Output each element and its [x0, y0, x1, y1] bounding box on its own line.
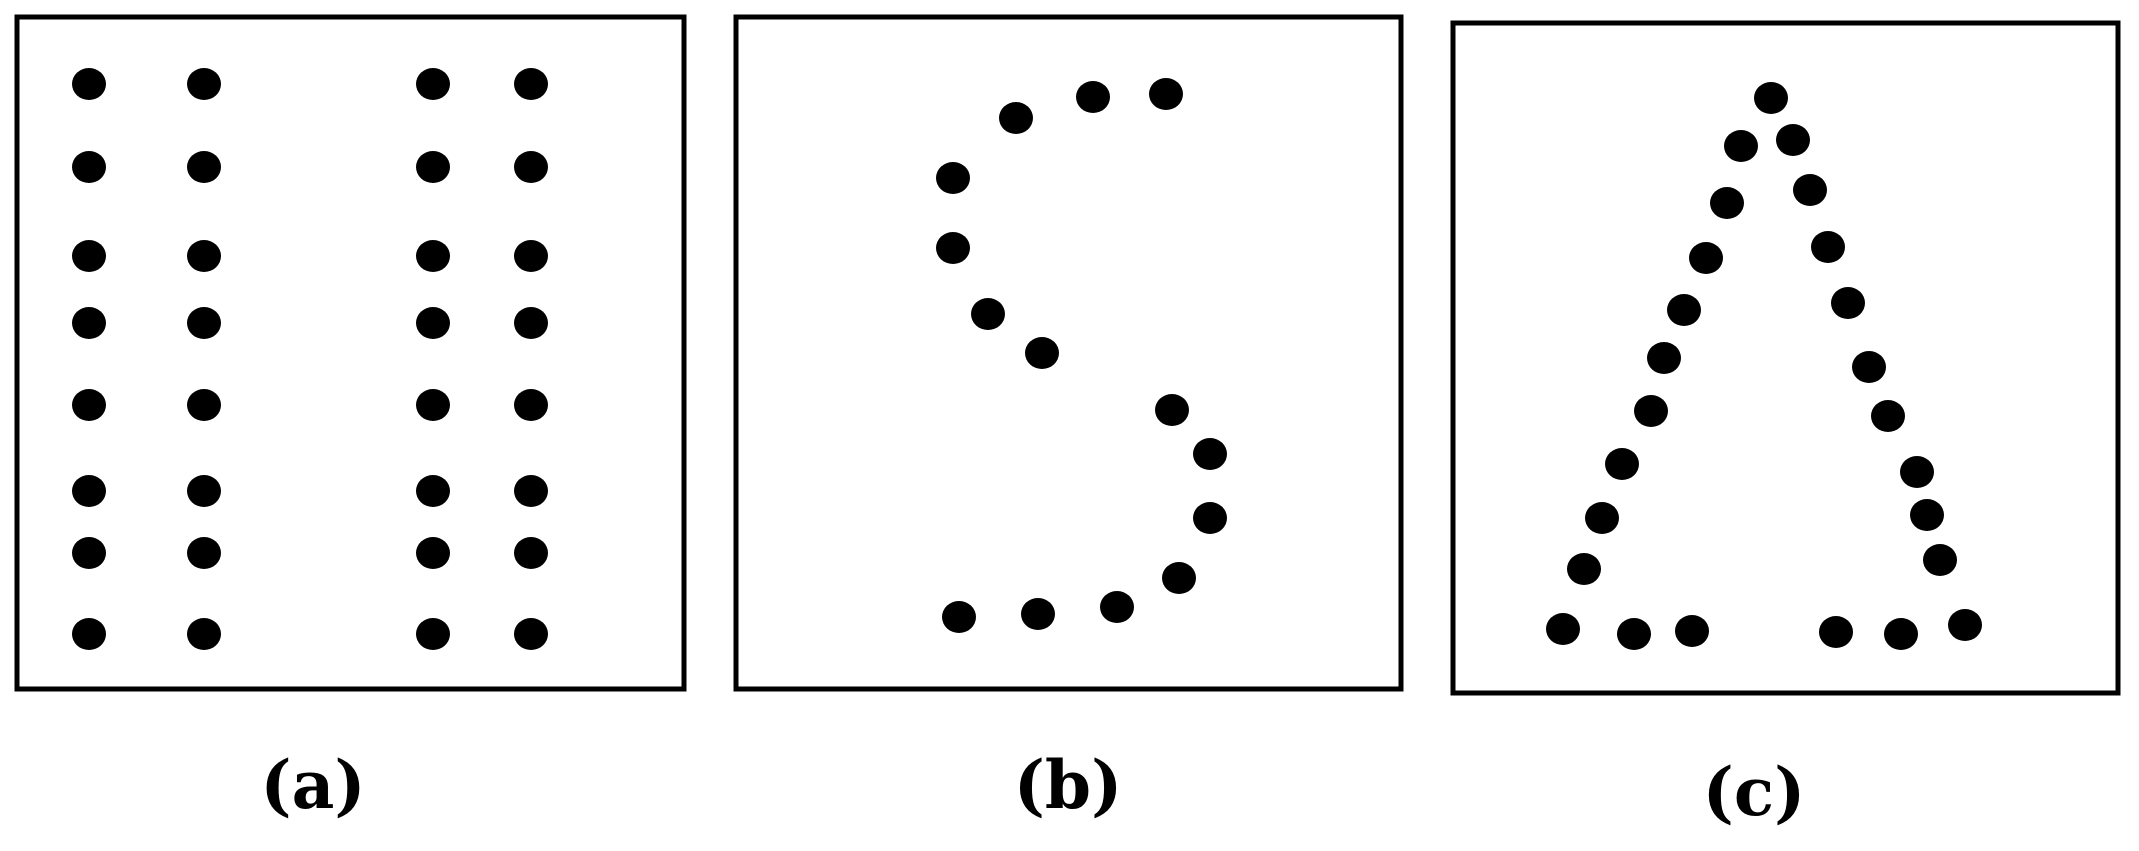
panel-b-frame [733, 14, 1404, 692]
panel-c-dot [1647, 342, 1681, 374]
panel-a-dot [416, 389, 450, 421]
panel-b-dot [942, 601, 976, 633]
panel-c-dot [1900, 456, 1934, 488]
panel-c-dot [1675, 615, 1709, 647]
panel-c-dot [1923, 544, 1957, 576]
panel-c-dot [1605, 448, 1639, 480]
panel-a-dot [514, 537, 548, 569]
panel-b-dot [1155, 394, 1189, 426]
panel-c-dot [1617, 618, 1651, 650]
panel-b-dot [1193, 438, 1227, 470]
panel-a-dot [514, 618, 548, 650]
panel-a-dot [72, 68, 106, 100]
panel-c-dot [1884, 618, 1918, 650]
panel-a-dot [416, 68, 450, 100]
panel-a-dot [416, 475, 450, 507]
panel-a-dot [416, 151, 450, 183]
panel-a-dot [514, 389, 548, 421]
panel-a-dot [187, 307, 221, 339]
panel-c-dot [1811, 231, 1845, 263]
panel-a-dot [514, 240, 548, 272]
panel-a-dot [187, 475, 221, 507]
panel-c-dot [1585, 502, 1619, 534]
panel-c-dot [1852, 351, 1886, 383]
panel-a-dot [416, 240, 450, 272]
panel-c: (c) [1450, 20, 2121, 831]
panel-b-dot [1076, 81, 1110, 113]
panel-c-dot [1793, 174, 1827, 206]
panel-a-dot [187, 389, 221, 421]
panel-a-dot [72, 537, 106, 569]
panel-a-dot [72, 307, 106, 339]
panel-b-dot [999, 102, 1033, 134]
panel-c-dot [1634, 395, 1668, 427]
panel-a-caption: (a) [260, 746, 365, 824]
panel-c-dot [1871, 400, 1905, 432]
panel-c-caption: (c) [1703, 753, 1806, 831]
panel-c-dot [1689, 242, 1723, 274]
panel-c-dot [1819, 616, 1853, 648]
panel-a-dot [187, 151, 221, 183]
panel-a-frame [14, 14, 687, 692]
panel-c-dot [1667, 294, 1701, 326]
panel-a-dot [514, 151, 548, 183]
panel-c-dots [1546, 82, 1982, 650]
panel-a: (a) [14, 14, 687, 824]
panel-c-dot [1910, 499, 1944, 531]
panel-b-dot [936, 162, 970, 194]
panel-a-dot [416, 618, 450, 650]
panel-a-dot [72, 618, 106, 650]
panel-b-dot [1149, 78, 1183, 110]
panel-b-caption: (b) [1014, 746, 1123, 824]
panel-b-dot [1100, 591, 1134, 623]
panel-b-dot [1025, 337, 1059, 369]
panel-b-dots [936, 78, 1227, 633]
panel-a-dot [514, 307, 548, 339]
panel-b-dot [1193, 502, 1227, 534]
panel-c-dot [1754, 82, 1788, 114]
panel-a-dot [72, 151, 106, 183]
panel-c-dot [1567, 553, 1601, 585]
panel-a-dot [72, 475, 106, 507]
panel-a-dot [187, 68, 221, 100]
panel-a-dot [187, 537, 221, 569]
panel-b-dot [1021, 598, 1055, 630]
panel-a-dot [187, 240, 221, 272]
panel-c-frame [1450, 20, 2121, 696]
panel-c-dot [1948, 609, 1982, 641]
panel-a-dot [187, 618, 221, 650]
panel-c-dot [1724, 130, 1758, 162]
panel-a-dot [416, 307, 450, 339]
panel-a-dot [72, 389, 106, 421]
panel-a-dot [416, 537, 450, 569]
panel-b: (b) [733, 14, 1404, 824]
panel-b-dot [971, 298, 1005, 330]
panel-c-dot [1710, 187, 1744, 219]
panel-c-dot [1776, 124, 1810, 156]
panel-a-dot [72, 240, 106, 272]
panel-b-dot [1162, 562, 1196, 594]
panel-a-dot [514, 68, 548, 100]
panel-a-dots [72, 68, 548, 650]
panel-a-dot [514, 475, 548, 507]
panel-c-dot [1831, 287, 1865, 319]
panel-c-dot [1546, 613, 1580, 645]
panel-b-dot [936, 232, 970, 264]
